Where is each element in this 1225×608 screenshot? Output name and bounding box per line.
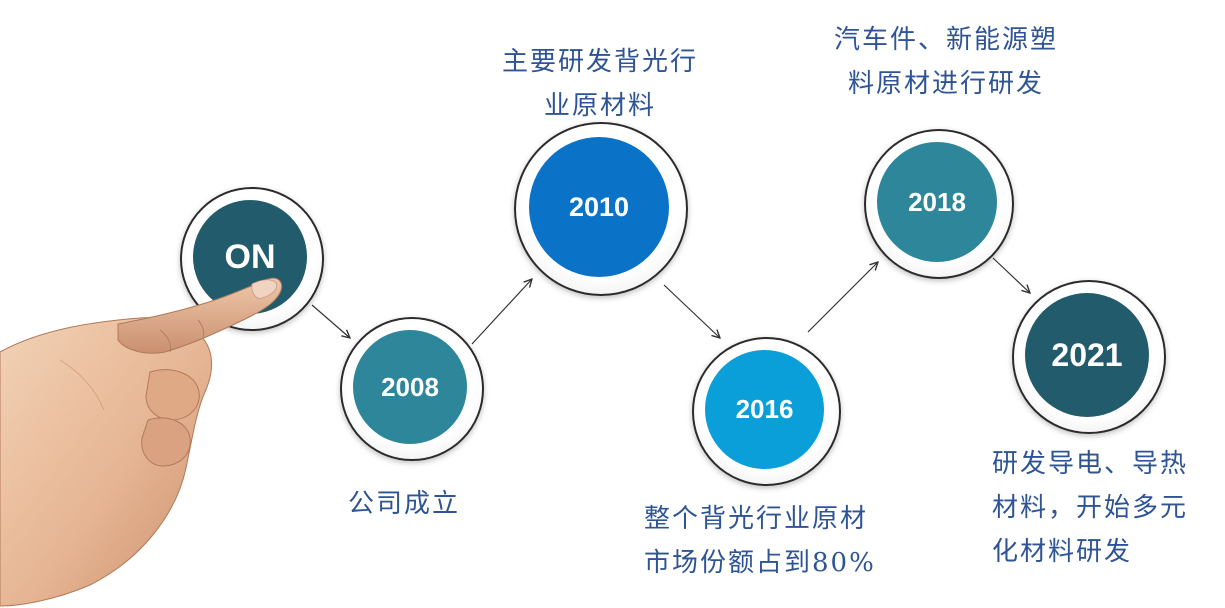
milestone-2016: 2016 xyxy=(705,350,824,469)
milestone-2021: 2021 xyxy=(1025,293,1149,417)
caption-line: 整个背光行业原材 xyxy=(644,504,869,534)
milestone-2018: 2018 xyxy=(877,142,997,262)
caption-line: 研发导电、导热 xyxy=(992,449,1189,479)
arrow-2008-to-2010 xyxy=(471,279,532,345)
milestone-2010: 2010 xyxy=(529,137,669,277)
caption-2016: 整个背光行业原材 市场份额占到80% xyxy=(644,497,876,585)
arrow-on-to-2008 xyxy=(311,304,350,338)
milestone-year: 2018 xyxy=(908,186,966,217)
caption-line: 市场份额占到80% xyxy=(644,548,876,578)
milestone-year: 2016 xyxy=(735,394,794,424)
caption-line: 化材料研发 xyxy=(992,537,1133,567)
caption-line: 主要研发背光行 xyxy=(501,47,698,77)
milestone-year: 2021 xyxy=(1051,336,1123,373)
arrow-2016-to-2018 xyxy=(807,262,878,333)
arrow-2018-to-2021 xyxy=(992,257,1030,293)
arrow-2010-to-2016 xyxy=(663,284,720,338)
caption-2008: 公司成立 xyxy=(348,482,460,526)
milestone-year: 2010 xyxy=(568,191,630,222)
caption-line: 材料，开始多元 xyxy=(992,493,1189,523)
caption-line: 汽车件、新能源塑 xyxy=(833,25,1058,55)
caption-line: 料原材进行研发 xyxy=(847,69,1044,99)
start-node-label: ON xyxy=(224,237,276,276)
caption-line: 公司成立 xyxy=(348,489,461,519)
caption-2010: 主要研发背光行 业原材料 xyxy=(476,40,724,128)
milestone-2008: 2008 xyxy=(353,330,467,444)
caption-2018: 汽车件、新能源塑 料原材进行研发 xyxy=(812,18,1080,106)
caption-2021: 研发导电、导热 材料，开始多元 化材料研发 xyxy=(992,442,1188,574)
milestone-year: 2008 xyxy=(381,371,439,402)
caption-line: 业原材料 xyxy=(543,91,656,121)
